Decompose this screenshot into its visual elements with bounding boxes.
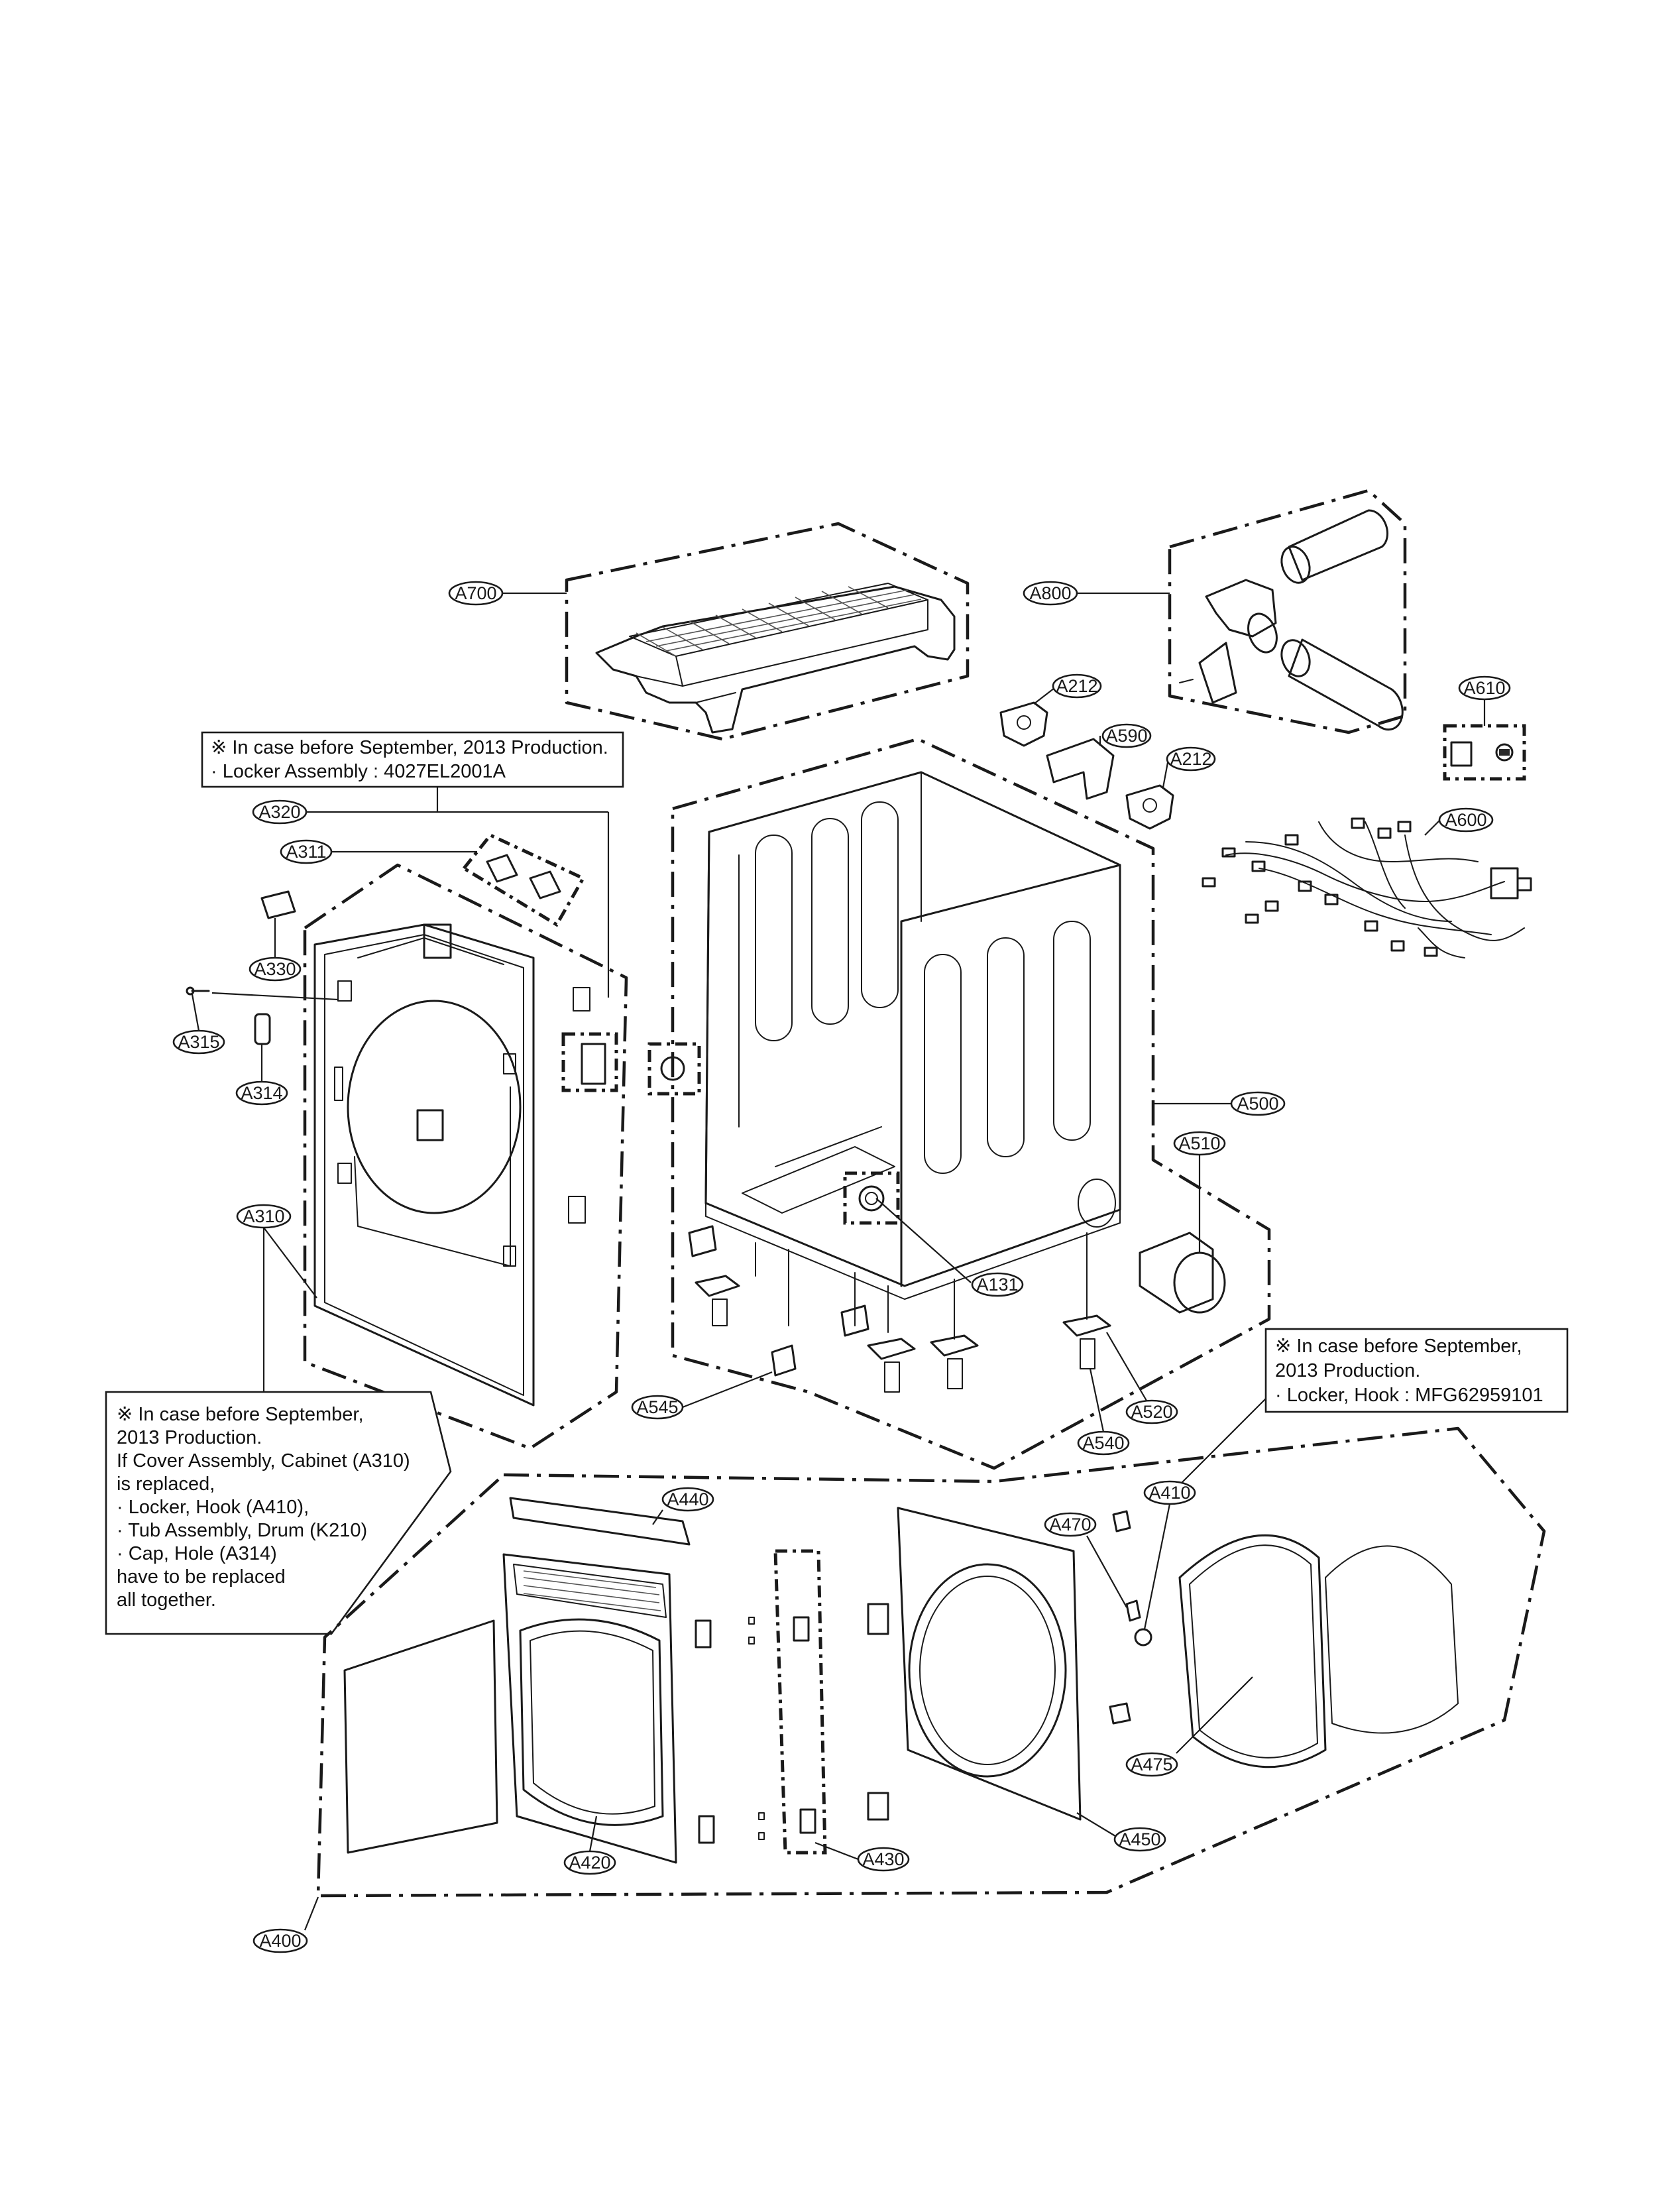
label-a475: A475 <box>1125 1676 1253 1777</box>
svg-text:A315: A315 <box>178 1032 219 1052</box>
note-locker-assembly: ※ In case before September, 2013 Product… <box>201 731 624 998</box>
svg-text:A800: A800 <box>1029 583 1071 603</box>
label-a610: A610 <box>1458 675 1511 726</box>
svg-text:※ In case before September, 20: ※ In case before September, 2013 Product… <box>211 737 608 758</box>
label-a600: A600 <box>1424 807 1494 836</box>
label-a320: A320 <box>252 799 437 825</box>
svg-text:A212: A212 <box>1056 676 1097 696</box>
label-a310: A310 <box>236 1204 317 1392</box>
svg-text:A510: A510 <box>1178 1133 1220 1153</box>
label-a311: A311 <box>280 839 477 864</box>
svg-text:· Cap, Hole (A314): · Cap, Hole (A314) <box>117 1543 277 1564</box>
svg-text:is replaced,: is replaced, <box>117 1474 215 1495</box>
svg-text:· Locker, Hook (A410),: · Locker, Hook (A410), <box>117 1497 309 1518</box>
svg-text:A700: A700 <box>455 583 496 603</box>
svg-text:A600: A600 <box>1445 810 1486 830</box>
part-exhaust-duct-drawing <box>1168 489 1407 734</box>
svg-text:A400: A400 <box>259 1931 301 1951</box>
svg-text:A410: A410 <box>1148 1483 1190 1503</box>
svg-text:A131: A131 <box>976 1275 1018 1295</box>
svg-text:A475: A475 <box>1131 1755 1172 1774</box>
part-top-panel-drawing <box>565 522 970 741</box>
svg-text:A450: A450 <box>1119 1829 1160 1849</box>
svg-text:A430: A430 <box>862 1849 904 1869</box>
label-a430: A430 <box>814 1841 910 1872</box>
part-door-assembly-drawing <box>316 1426 1546 1898</box>
svg-text:A500: A500 <box>1237 1094 1278 1114</box>
svg-text:· Locker Assembly : 4027EL200: · Locker Assembly : 4027EL2001A <box>211 761 506 782</box>
note-locker-hook: ※ In case before September, 2013 Product… <box>1179 1328 1569 1485</box>
svg-text:have to be replaced: have to be replaced <box>117 1566 286 1588</box>
part-wire-harness-drawing <box>1202 817 1532 958</box>
svg-text:※ In case before September,: ※ In case before September, <box>117 1404 364 1425</box>
svg-text:※ In case before September,: ※ In case before September, <box>1275 1336 1522 1357</box>
svg-text:A470: A470 <box>1049 1515 1091 1534</box>
svg-text:A545: A545 <box>636 1397 678 1417</box>
label-a400: A400 <box>252 1896 319 1953</box>
label-a420: A420 <box>563 1816 616 1875</box>
svg-text:A420: A420 <box>569 1853 610 1873</box>
svg-text:A320: A320 <box>258 802 300 822</box>
part-front-cover-drawing <box>186 863 628 1450</box>
svg-text:A330: A330 <box>254 959 296 979</box>
part-sensor-brackets-drawing <box>999 701 1174 830</box>
label-a450: A450 <box>1076 1812 1166 1852</box>
label-a330: A330 <box>249 918 302 982</box>
svg-text:· Locker, Hook : MFG62959101: · Locker, Hook : MFG62959101 <box>1275 1385 1543 1406</box>
label-a212-top: A212 <box>1033 673 1102 705</box>
part-leveling-feet-drawing <box>688 1225 1111 1393</box>
part-brackets-a311-drawing <box>461 833 586 927</box>
label-a314: A314 <box>235 1044 288 1106</box>
label-a590: A590 <box>1099 723 1152 748</box>
label-a510: A510 <box>1173 1131 1226 1253</box>
label-a315: A315 <box>172 992 339 1055</box>
part-duct-a510-drawing <box>1139 1232 1226 1314</box>
label-a540: A540 <box>1077 1368 1130 1456</box>
label-a545: A545 <box>631 1371 773 1420</box>
label-a440: A440 <box>652 1487 714 1525</box>
svg-text:A311: A311 <box>286 842 326 862</box>
label-a500: A500 <box>1153 1091 1286 1116</box>
label-a410: A410 <box>1143 1480 1196 1630</box>
svg-text:A310: A310 <box>243 1206 284 1226</box>
svg-text:· Tub Assembly, Drum (K210): · Tub Assembly, Drum (K210) <box>117 1520 367 1541</box>
svg-text:A314: A314 <box>241 1083 282 1103</box>
label-a212-bottom: A212 <box>1162 746 1216 788</box>
svg-text:A540: A540 <box>1082 1433 1124 1453</box>
label-a520: A520 <box>1106 1332 1178 1424</box>
svg-text:If Cover Assembly, Cabinet (A3: If Cover Assembly, Cabinet (A310) <box>117 1450 410 1472</box>
label-a470: A470 <box>1044 1512 1127 1608</box>
label-a700: A700 <box>448 581 567 606</box>
svg-text:A212: A212 <box>1170 749 1211 769</box>
part-cabinet-drawing <box>647 737 1271 1470</box>
label-a800: A800 <box>1023 581 1170 606</box>
label-a131: A131 <box>875 1198 1024 1297</box>
svg-text:A610: A610 <box>1463 678 1505 698</box>
svg-text:A520: A520 <box>1131 1402 1172 1422</box>
svg-text:2013 Production.: 2013 Production. <box>1275 1360 1420 1381</box>
note-cover-assembly: ※ In case before September, 2013 Product… <box>105 1391 452 1635</box>
svg-text:A440: A440 <box>667 1489 708 1509</box>
part-connector-a610-drawing <box>1443 724 1526 781</box>
svg-text:2013 Production.: 2013 Production. <box>117 1427 262 1448</box>
svg-text:all together.: all together. <box>117 1589 216 1611</box>
svg-text:A590: A590 <box>1105 726 1147 746</box>
